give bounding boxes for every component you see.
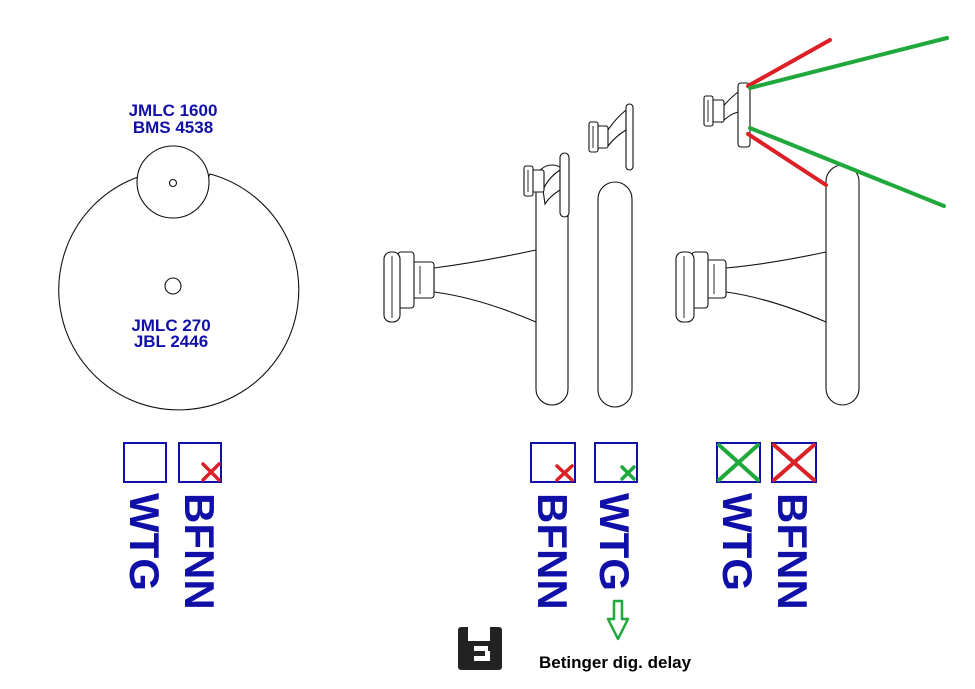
main-horn-side-right [675, 164, 860, 406]
small-horn-side-b [588, 103, 634, 171]
delay-unit-logo-icon [458, 627, 502, 670]
red-coverage-line-lower [746, 132, 828, 187]
small-red-x-mark-2 [555, 464, 574, 482]
slim-cabinet-side [597, 181, 633, 408]
small-horn-side-right [703, 82, 751, 148]
small-horn-side-a [523, 152, 570, 218]
side-view-right [675, 36, 949, 406]
front-view: JMLC 1600 BMS 4538 JMLC 270 JBL 2446 [58, 101, 300, 411]
top-driver-label-line1: JMLC 1600 [129, 101, 218, 120]
small-green-x-mark [620, 465, 636, 481]
green-coverage-line-upper [748, 36, 949, 90]
top-horn-throat [168, 178, 178, 188]
green-coverage-line-lower [748, 126, 946, 208]
main-driver-label-line1: JMLC 270 [131, 316, 210, 335]
checkbox-label-wtg-1: WTG [121, 493, 168, 591]
checkbox-label-wtg-2: WTG [591, 493, 638, 591]
checkbox-label-bfnn-2: BFNN [529, 493, 576, 610]
top-driver-label-line2: BMS 4538 [133, 118, 213, 137]
main-driver-label-line2: JBL 2446 [134, 332, 208, 351]
checkbox-wtg-1 [123, 442, 167, 483]
checkbox-label-bfnn-1: BFNN [176, 493, 223, 610]
side-view-middle [383, 103, 634, 408]
big-green-x-mark [717, 443, 760, 482]
main-horn-throat [164, 277, 182, 295]
checkbox-label-bfnn-3: BFNN [769, 493, 816, 610]
checkbox-group-2: BFNN WTG [529, 442, 638, 610]
checkbox-group-1: WTG BFNN [121, 442, 223, 610]
red-coverage-line-upper [746, 38, 832, 88]
caption-text: Betinger dig. delay [539, 653, 692, 672]
checkbox-group-3: WTG BFNN [714, 442, 817, 610]
checkbox-label-wtg-3: WTG [714, 493, 761, 591]
big-red-x-mark [772, 443, 816, 482]
down-arrow-icon [606, 599, 630, 641]
main-horn-side [383, 164, 569, 406]
small-red-x-mark-1 [201, 462, 221, 482]
